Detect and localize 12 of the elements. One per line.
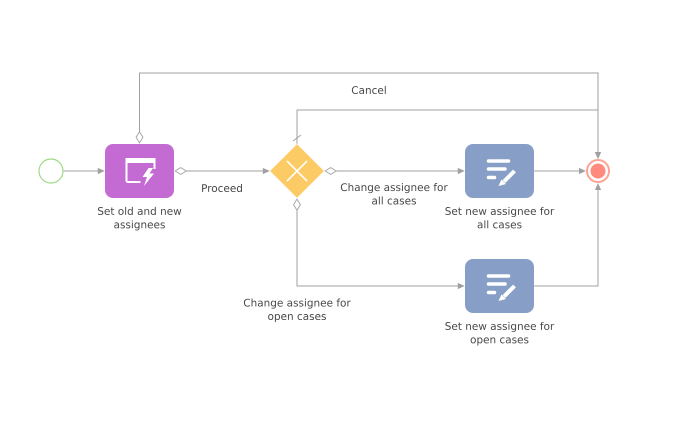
edge-label: Change assignee for all cases bbox=[340, 183, 448, 205]
edge-label: Cancel bbox=[352, 86, 386, 94]
task-box: Set old and new assignees bbox=[98, 144, 182, 230]
task-box: Set new assignee for open cases bbox=[445, 259, 554, 346]
edge-label: Proceed bbox=[202, 184, 242, 192]
node-label: Set new assignee for open cases bbox=[445, 322, 554, 346]
gateway-diamond bbox=[270, 144, 324, 198]
end-event-circle bbox=[586, 159, 610, 183]
node-label: Set new assignee for all cases bbox=[445, 206, 554, 228]
node-label: Set old and new assignees bbox=[98, 206, 182, 230]
edge-label: Change assignee for open cases bbox=[244, 298, 351, 322]
start-event-circle bbox=[38, 158, 64, 184]
